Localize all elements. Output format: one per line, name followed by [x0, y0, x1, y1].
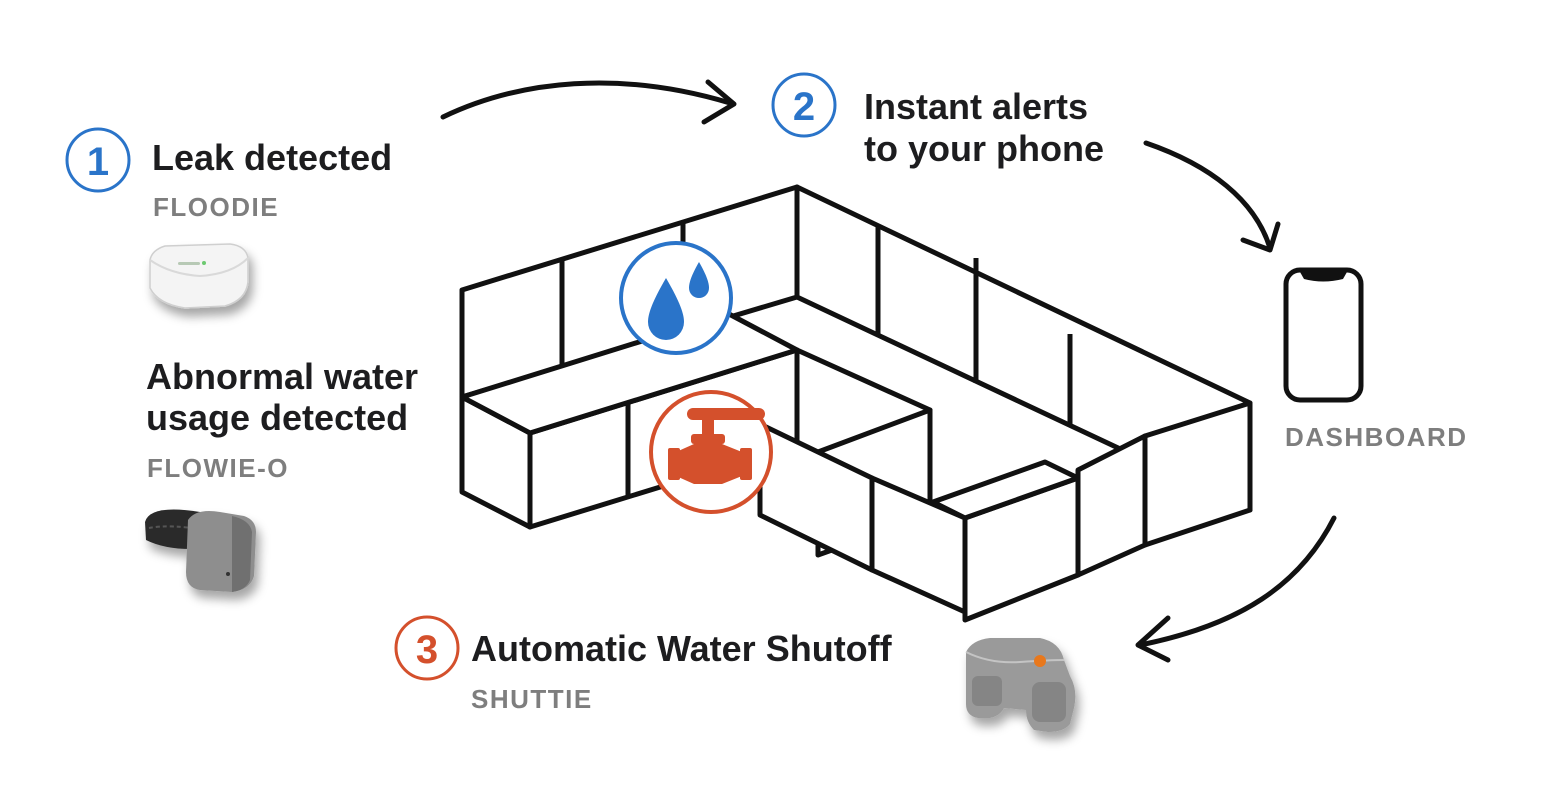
- step-1-number-circle: [65, 127, 131, 193]
- step-2-title-line-1: Instant alerts: [864, 86, 1088, 127]
- step-2-title-line-2: to your phone: [864, 128, 1104, 169]
- smartphone-icon: [1283, 267, 1364, 403]
- step-3-number-circle: [394, 615, 460, 681]
- arrow-right-down: [1143, 140, 1281, 253]
- water-drops-icon: [619, 241, 733, 355]
- abnormal-title-line-2: usage detected: [146, 397, 408, 438]
- dashboard-label: DASHBOARD: [1285, 422, 1468, 452]
- flowie-o-label: FLOWIE-O: [147, 453, 289, 483]
- step-1-number: 1: [87, 140, 109, 184]
- step-3: 3 Automatic Water Shutoff SHUTTIE: [394, 615, 893, 714]
- floodie-label: FLOODIE: [153, 192, 279, 222]
- step-3-title: Automatic Water Shutoff: [471, 628, 893, 669]
- step-1: 1 Leak detected FLOODIE: [65, 127, 392, 222]
- step-2-number-circle: [771, 72, 837, 138]
- valve-icon: [649, 390, 773, 514]
- shuttie-label: SHUTTIE: [471, 684, 593, 714]
- arrow-bottom: [1135, 515, 1337, 663]
- shuttie-device-image: [965, 638, 1076, 732]
- abnormal-usage: Abnormal water usage detected FLOWIE-O: [146, 356, 418, 483]
- step-3-number: 3: [416, 628, 438, 672]
- flowie-o-device-image: [145, 509, 256, 592]
- step-1-title: Leak detected: [152, 137, 392, 178]
- floor-plan: [459, 184, 1253, 623]
- floodie-device-image: [149, 243, 249, 309]
- abnormal-title-line-1: Abnormal water: [146, 356, 418, 397]
- step-2-number: 2: [793, 85, 815, 129]
- arrow-top: [440, 79, 737, 125]
- step-2: 2 Instant alerts to your phone: [771, 72, 1104, 169]
